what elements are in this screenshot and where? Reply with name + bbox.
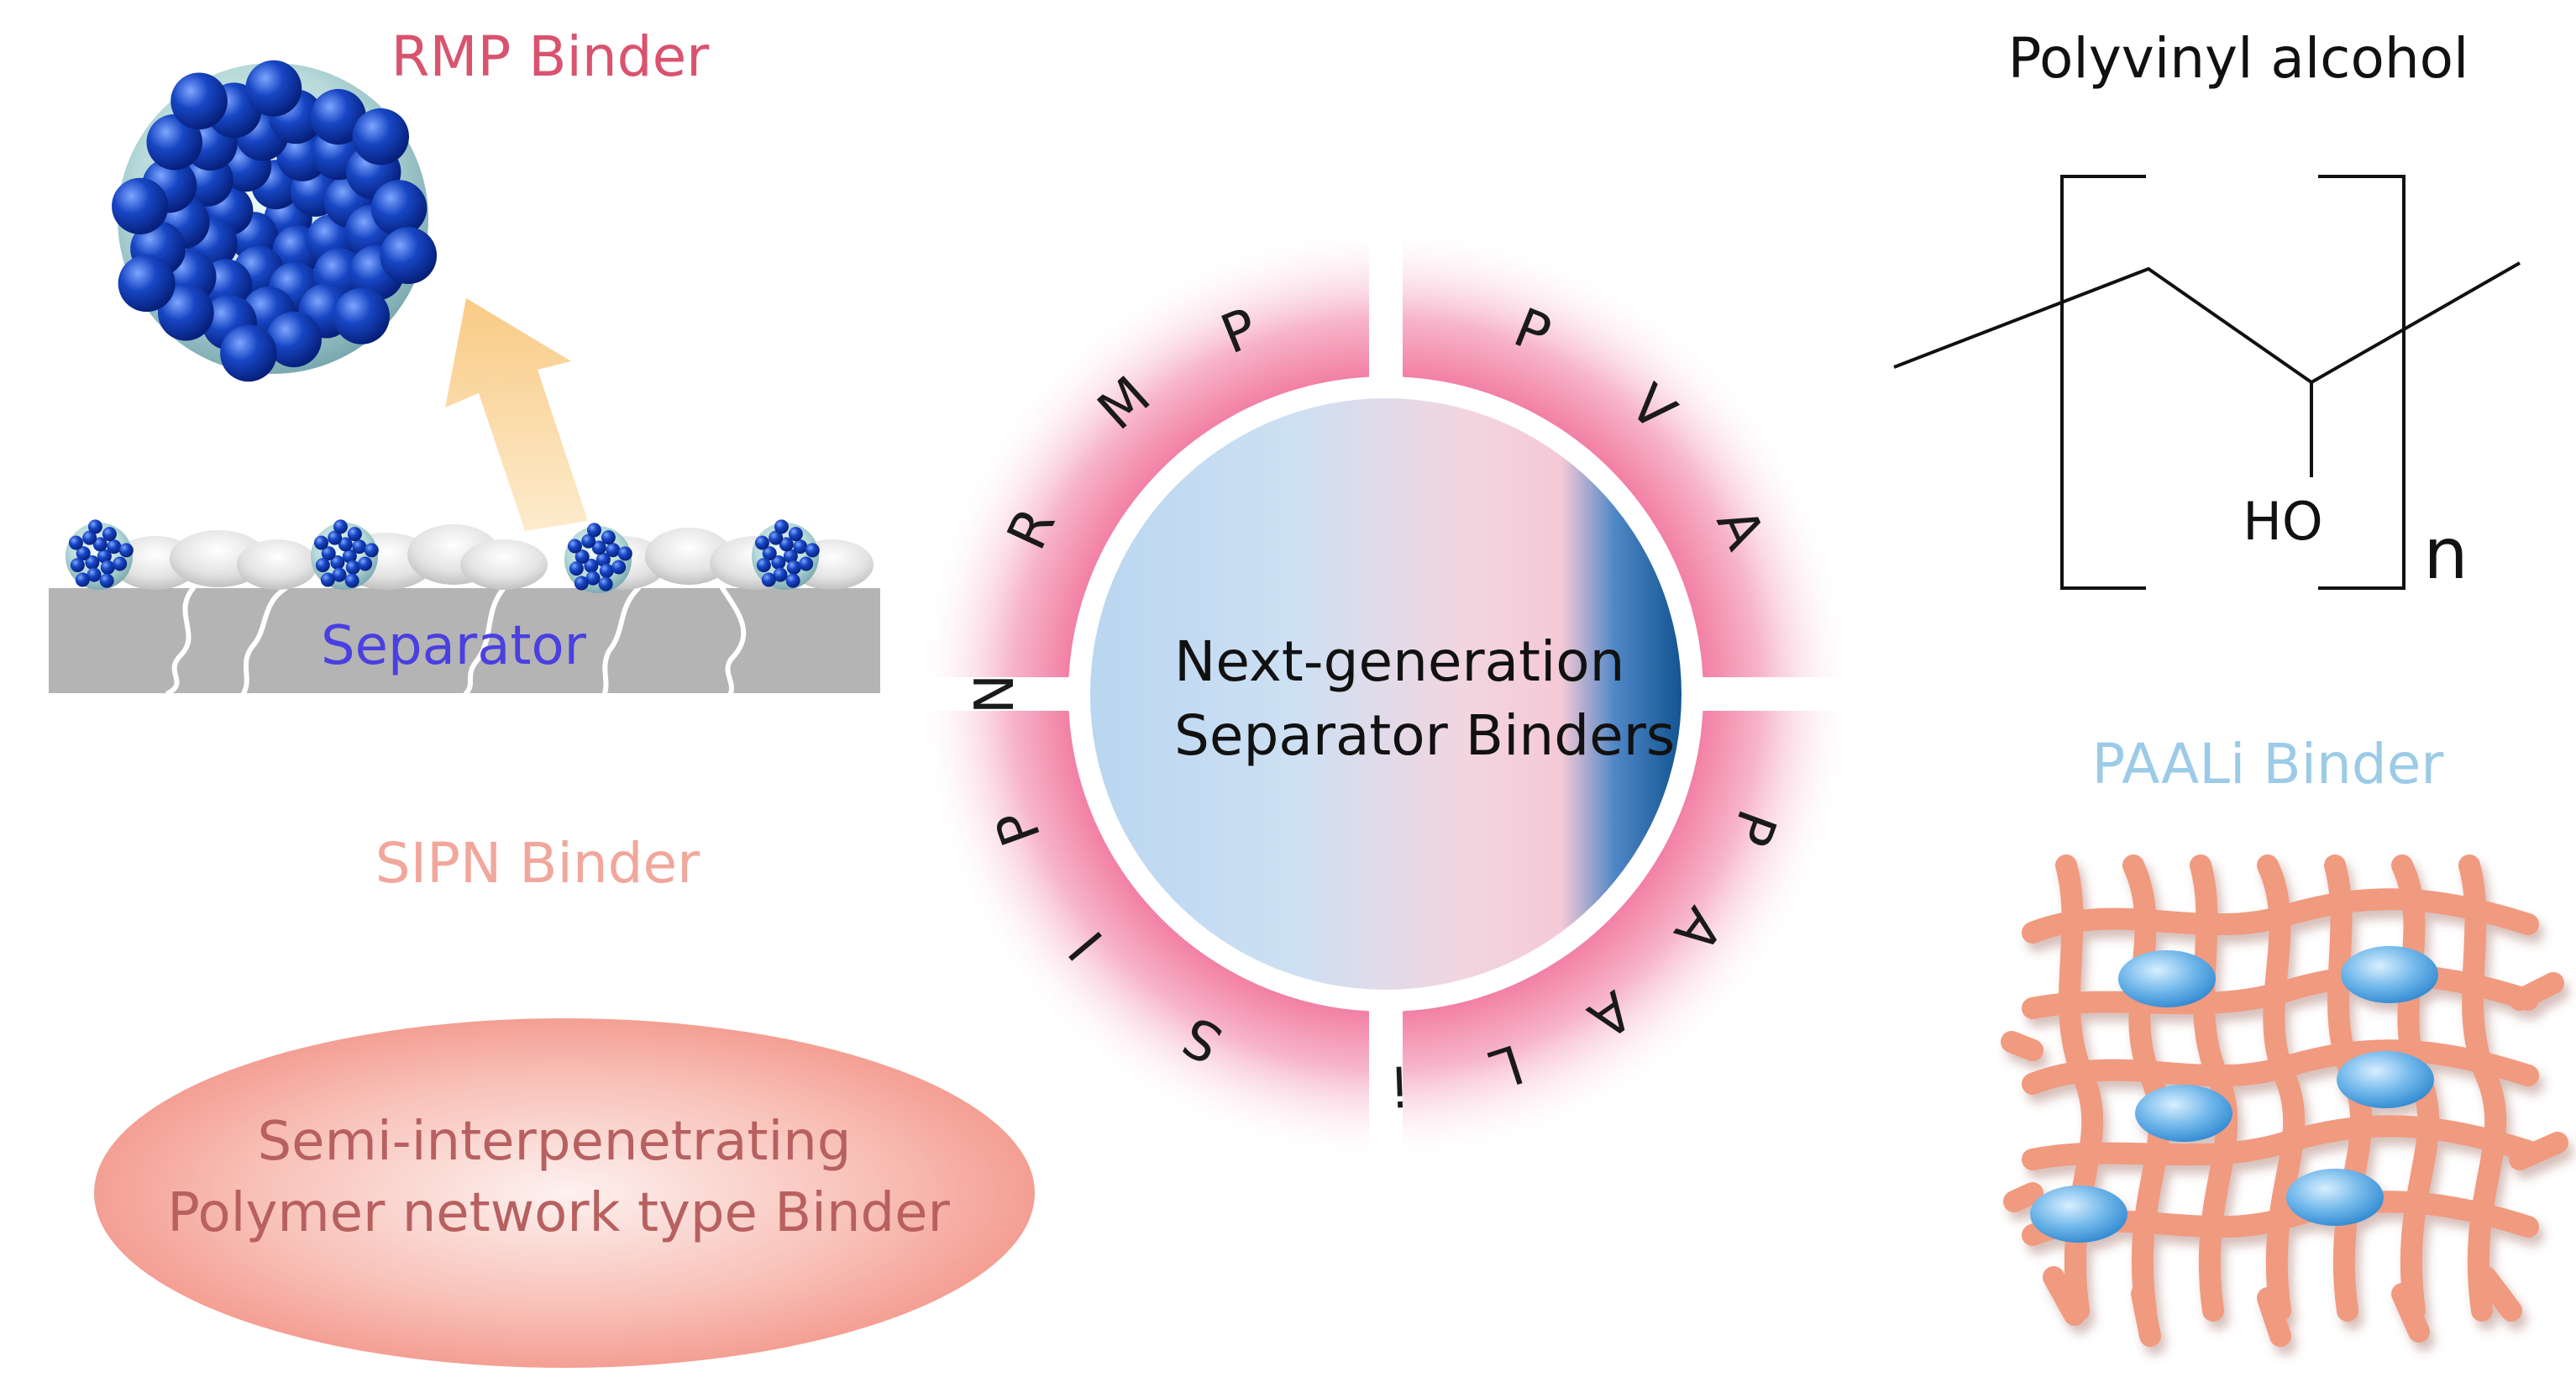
ceramic-pebble [460, 539, 548, 590]
mesh-strands [2001, 854, 2568, 1347]
mesh-strand [2003, 1182, 2043, 1212]
lithium-cell [2135, 1085, 2232, 1142]
sipn-description-line2: Polymer network type Binder [167, 1182, 950, 1244]
pva-title: Polyvinyl alcohol [2008, 26, 2469, 91]
mesh-strand [2022, 888, 2539, 944]
ceramic-pebble [237, 539, 317, 590]
polymer-backbone [1893, 261, 2521, 385]
magnify-arrow [445, 298, 588, 531]
lithium-cell [2337, 1051, 2434, 1108]
mesh-strand [2043, 1266, 2085, 1326]
ring-letter: N [964, 674, 1026, 714]
rmp-bead [118, 255, 176, 313]
mesh-strand [2257, 1287, 2291, 1347]
mesh-strand [2509, 972, 2564, 1011]
rmp-bead [157, 284, 214, 341]
separator-block: Separator [49, 519, 880, 696]
rmp-bead [146, 113, 202, 171]
ring-core [1090, 398, 1681, 990]
sipn-title: SIPN Binder [375, 831, 700, 896]
lithium-cell [2030, 1186, 2127, 1243]
rmp-bead [171, 72, 228, 130]
sipn-description-line1: Semi-interpenetrating [258, 1111, 852, 1173]
lithium-cell [2341, 946, 2438, 1003]
paali-section: PAALi Binder [2001, 732, 2568, 1347]
mesh-cells [2030, 946, 2438, 1243]
mesh-strand [2131, 1283, 2161, 1347]
rmp-bead [352, 108, 409, 166]
pva-structure [1893, 175, 2521, 590]
mesh-strand [2509, 1132, 2568, 1170]
mesh-strand [2122, 854, 2171, 1322]
separator-cracks [165, 586, 747, 696]
left-bracket [2060, 175, 2146, 590]
separator-label: Separator [321, 615, 587, 677]
rmp-bead [380, 227, 438, 285]
mesh-strand [2475, 1266, 2522, 1322]
mesh-strand [2257, 854, 2306, 1322]
mesh-strand [2022, 964, 2539, 1019]
rmp-title: RMP Binder [391, 24, 711, 89]
rmp-particles-small [66, 519, 820, 593]
rmp-bead [310, 88, 366, 145]
mesh-strand [2022, 1039, 2539, 1095]
rmp-particle-large [112, 60, 438, 382]
rmp-bead [112, 177, 169, 234]
rmp-bead [265, 311, 322, 368]
ceramic-pebble [645, 528, 732, 585]
lithium-cell [2286, 1169, 2384, 1226]
hydroxyl-label: HO [2243, 491, 2322, 552]
mesh-strand [2022, 1115, 2539, 1170]
repeat-unit-label: n [2423, 513, 2468, 595]
rmp-bead [370, 180, 428, 236]
rmp-particle-small [752, 519, 820, 590]
sipn-oval [94, 1018, 1035, 1368]
rmp-bead [220, 324, 277, 382]
mesh-strand [2458, 854, 2507, 1322]
lithium-cell [2118, 950, 2216, 1007]
paali-mesh [2001, 854, 2568, 1347]
rmp-bead [333, 287, 390, 344]
rmp-section: RMP Binder Separator [49, 24, 880, 696]
mesh-strand [2391, 1283, 2430, 1343]
mesh-strand [2001, 1031, 2043, 1061]
rmp-particle-small [311, 519, 379, 590]
center-title-line2: Separator Binders [1174, 703, 1675, 768]
rmp-particle-small [66, 519, 134, 590]
sipn-section: SIPN Binder Semi-interpenetrating Polyme… [94, 831, 1035, 1368]
rmp-bead [245, 60, 302, 117]
ring-letter: i [1391, 1053, 1408, 1116]
center-title-line1: Next-generation [1174, 629, 1625, 694]
paali-title: PAALi Binder [2092, 732, 2445, 797]
rmp-particle-small [564, 523, 632, 593]
pva-section: Polyvinyl alcohol HO n [1893, 26, 2521, 595]
rmp-beads [112, 60, 438, 382]
right-bracket [2318, 175, 2405, 590]
